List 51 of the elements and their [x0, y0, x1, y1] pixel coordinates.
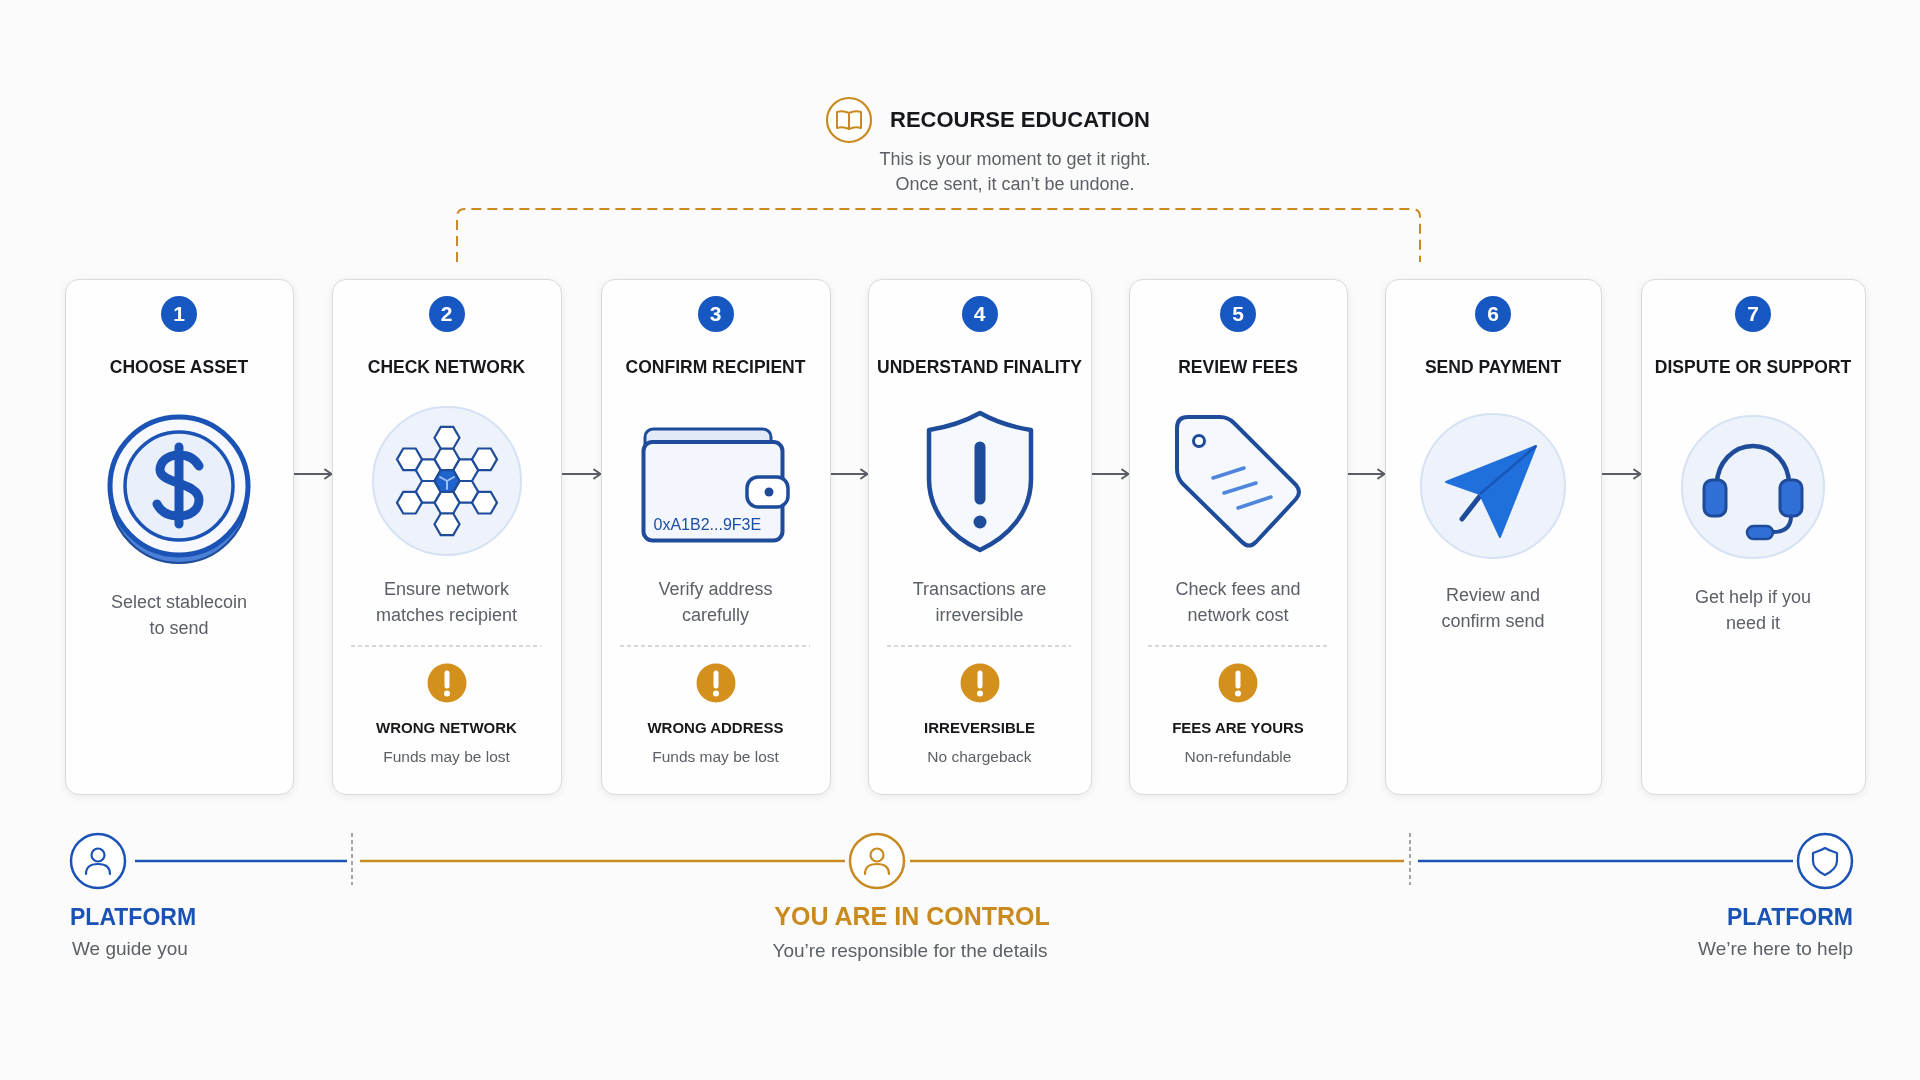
step-card [868, 279, 1092, 795]
step-title: SEND PAYMENT [1424, 356, 1562, 378]
step-description: Get help if you need it [1694, 586, 1812, 635]
diagram-title: RECOURSE EDUCATION [890, 106, 1150, 134]
step-card [65, 279, 294, 795]
step-description: Verify address carefully [657, 578, 774, 627]
step-number-badge: 1 [161, 296, 197, 332]
step-title: CHECK NETWORK [367, 356, 526, 378]
warning-title: WRONG ADDRESS [647, 718, 784, 738]
step-number-badge: 7 [1735, 296, 1771, 332]
arrow [1091, 468, 1130, 480]
arrow [830, 468, 869, 480]
zone-title: PLATFORM [70, 903, 197, 931]
step-number-badge: 3 [697, 296, 734, 332]
warning-note: No chargeback [927, 747, 1032, 767]
warning-note: Funds may be lost [652, 747, 779, 767]
warning-note: Non-refundable [1184, 747, 1292, 767]
step-description: Ensure network matches recipient [375, 578, 518, 627]
arrow [561, 468, 602, 480]
step-number-badge: 4 [961, 296, 998, 332]
warning-title: IRREVERSIBLE [924, 718, 1035, 738]
arrow [1601, 468, 1642, 480]
warning-title: FEES ARE YOURS [1172, 718, 1304, 738]
step-card [1385, 279, 1602, 795]
zone-subtitle: We’re here to help [1698, 937, 1853, 961]
step-title: CHOOSE ASSET [109, 356, 249, 378]
arrow [1347, 468, 1386, 480]
step-description: Check fees and network cost [1174, 578, 1302, 627]
step-title: UNDERSTAND FINALITY [877, 356, 1082, 378]
step-number-badge: 5 [1220, 296, 1256, 332]
arrow [293, 468, 333, 480]
zone-title: YOU ARE IN CONTROL [774, 902, 1050, 930]
step-card [601, 279, 831, 795]
step-description: Review and confirm send [1440, 584, 1546, 633]
step-title: REVIEW FEES [1178, 356, 1298, 378]
step-card [1129, 279, 1348, 795]
warning-note: Funds may be lost [383, 747, 510, 767]
zone-subtitle: You’re responsible for the details [772, 939, 1048, 963]
step-title: DISPUTE OR SUPPORT [1654, 356, 1852, 378]
step-card [1641, 279, 1866, 795]
step-description: Select stablecoin to send [110, 591, 248, 640]
step-title: CONFIRM RECIPIENT [625, 356, 806, 378]
step-card [332, 279, 562, 795]
zone-subtitle: We guide you [72, 937, 188, 961]
subtitle: This is your moment to get it right. Once sent, it can’t be undone. [878, 148, 1152, 196]
zone-title: PLATFORM [1726, 903, 1853, 931]
step-number-badge: 6 [1475, 296, 1511, 332]
step-description: Transactions are irreversible [912, 578, 1047, 627]
warning-title: WRONG NETWORK [376, 718, 517, 738]
step-number-badge: 2 [428, 296, 465, 332]
wallet-address: 0xA1B2...9F3E [653, 515, 762, 535]
